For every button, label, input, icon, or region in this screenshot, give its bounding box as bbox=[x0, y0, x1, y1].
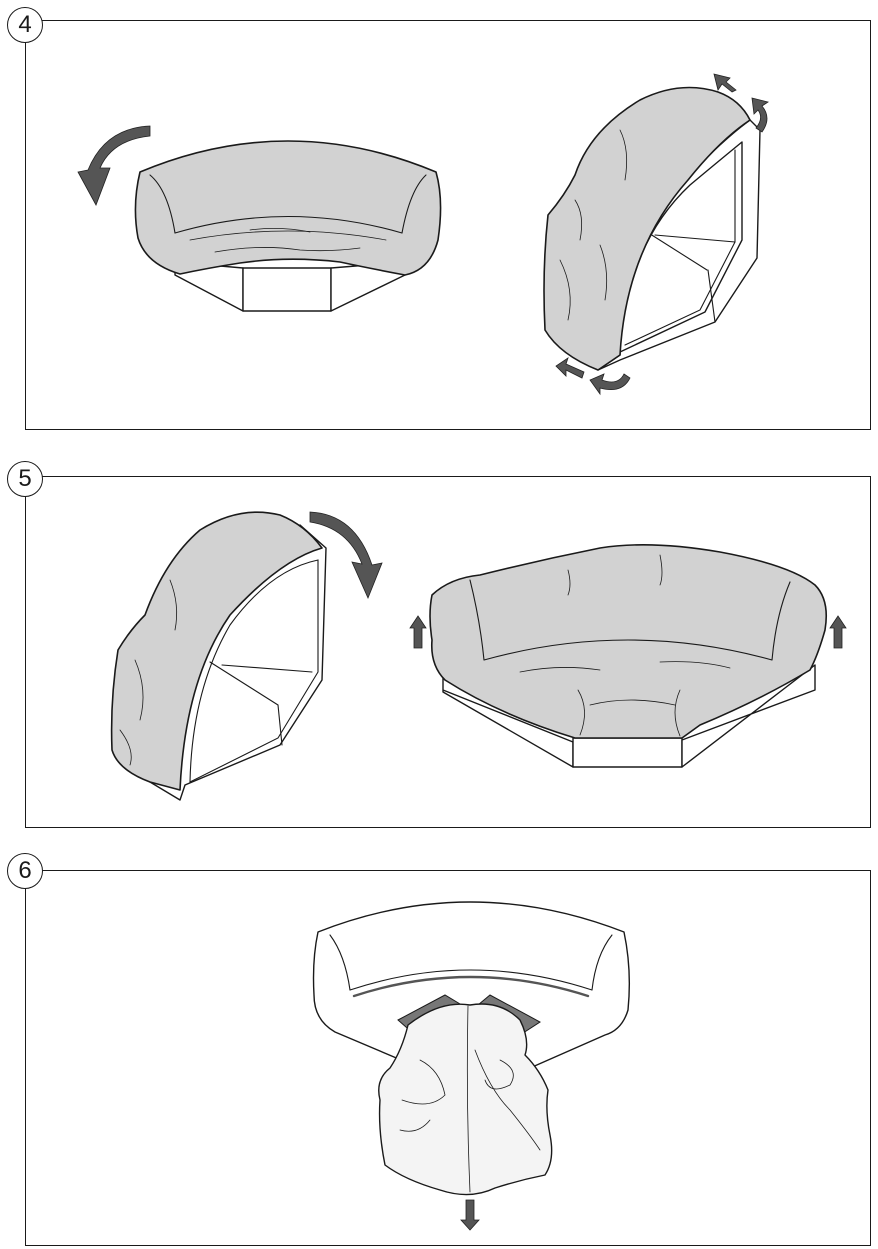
arrow-down-icon bbox=[461, 1200, 479, 1230]
sofa-section-cover-pulled bbox=[314, 902, 630, 1195]
